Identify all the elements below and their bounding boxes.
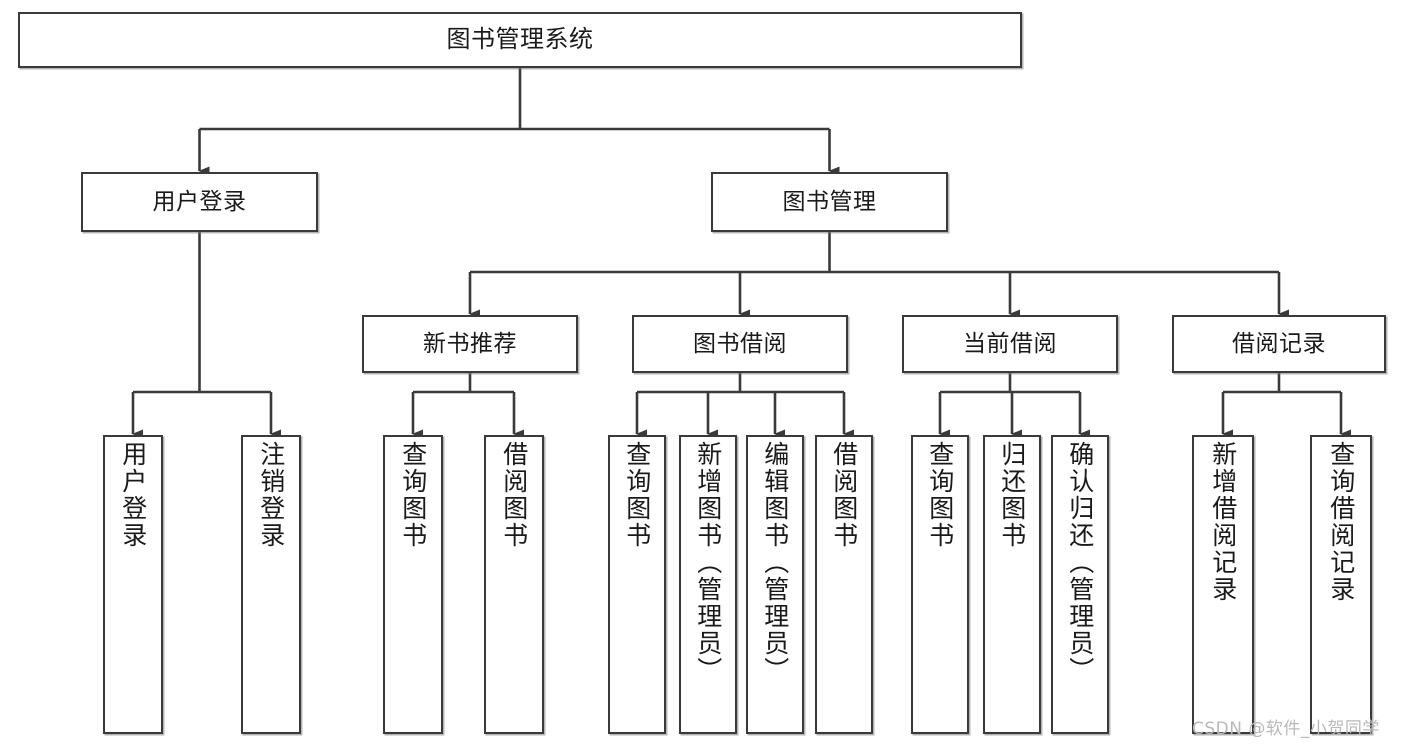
node-label: 当前借阅 xyxy=(963,330,1057,357)
node-current-borrow[interactable]: 当前借阅 xyxy=(902,315,1118,373)
node-book-admin[interactable]: 图书管理 xyxy=(711,172,948,232)
node-user-login[interactable]: 用户登录 xyxy=(81,172,318,232)
node-leaf-borrow-query[interactable]: 查询图书 xyxy=(608,435,666,734)
node-label: 注销登录 xyxy=(256,441,286,549)
node-label: 新增图书（管理员） xyxy=(693,441,723,684)
node-label: 查询图书 xyxy=(925,441,955,549)
node-leaf-cur-query[interactable]: 查询图书 xyxy=(911,435,969,734)
node-label: 用户登录 xyxy=(152,188,247,215)
node-label: 归还图书 xyxy=(997,441,1027,549)
node-label: 借阅图书 xyxy=(829,441,859,549)
node-label: 新增借阅记录 xyxy=(1208,441,1238,603)
node-leaf-rec-query[interactable]: 查询图书 xyxy=(383,435,443,734)
node-label: 查询借阅记录 xyxy=(1326,441,1356,603)
node-label: 借阅图书 xyxy=(499,441,529,549)
node-leaf-borrow-add[interactable]: 新增图书（管理员） xyxy=(679,435,737,734)
node-label: 用户登录 xyxy=(118,441,148,549)
node-leaf-cur-confirm[interactable]: 确认归还（管理员） xyxy=(1051,435,1109,734)
node-label: 查询图书 xyxy=(398,441,428,549)
node-book-borrow[interactable]: 图书借阅 xyxy=(632,315,848,373)
node-new-book-rec[interactable]: 新书推荐 xyxy=(362,315,578,373)
node-label: 图书管理 xyxy=(782,188,877,215)
node-leaf-user-logout[interactable]: 注销登录 xyxy=(241,435,301,734)
node-label: 新书推荐 xyxy=(423,330,517,357)
node-borrow-record[interactable]: 借阅记录 xyxy=(1172,315,1386,373)
node-leaf-cur-return[interactable]: 归还图书 xyxy=(983,435,1041,734)
node-label: 图书借阅 xyxy=(693,330,787,357)
watermark-text: CSDN @软件_小贺同学 xyxy=(1192,719,1380,739)
node-label: 确认归还（管理员） xyxy=(1065,441,1095,684)
node-label: 编辑图书（管理员） xyxy=(760,441,790,684)
node-label: 查询图书 xyxy=(622,441,652,549)
node-leaf-borrow-edit[interactable]: 编辑图书（管理员） xyxy=(746,435,804,734)
node-leaf-rec-borrow[interactable]: 借阅图书 xyxy=(484,435,544,734)
node-leaf-rec-query2[interactable]: 查询借阅记录 xyxy=(1310,435,1372,734)
node-root[interactable]: 图书管理系统 xyxy=(18,12,1022,68)
node-leaf-user-login[interactable]: 用户登录 xyxy=(103,435,163,734)
node-label: 图书管理系统 xyxy=(446,25,594,54)
node-label: 借阅记录 xyxy=(1232,330,1326,357)
node-leaf-rec-add[interactable]: 新增借阅记录 xyxy=(1192,435,1254,734)
node-leaf-borrow-lend[interactable]: 借阅图书 xyxy=(815,435,873,734)
